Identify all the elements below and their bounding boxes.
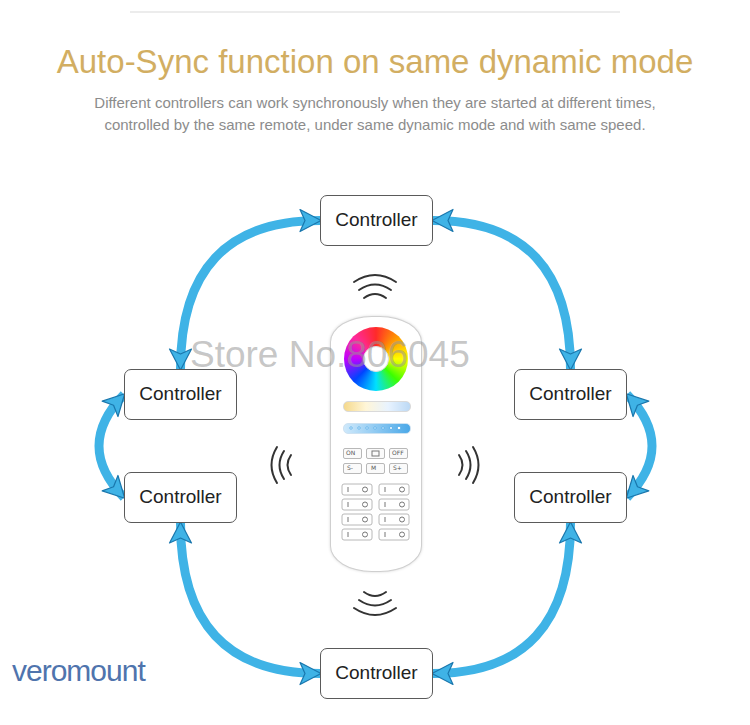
- controller-box: Controller: [124, 472, 237, 523]
- controller-box: Controller: [514, 369, 627, 420]
- brand-logo: veromount: [12, 654, 145, 688]
- title: Auto-Sync function on same dynamic mode: [0, 40, 750, 84]
- sync-arrow: [627, 395, 652, 498]
- button-label: OFF: [392, 449, 404, 456]
- controller-box: Controller: [124, 369, 237, 420]
- remote-button: [366, 448, 385, 459]
- sync-arrow: [99, 395, 124, 498]
- node-label: Controller: [335, 209, 417, 230]
- node-label: Controller: [139, 486, 221, 507]
- button-label: M: [371, 464, 376, 471]
- node-label: Controller: [335, 662, 417, 683]
- node-label: Controller: [529, 486, 611, 507]
- node-label: Controller: [139, 383, 221, 404]
- button-label: S-: [347, 464, 353, 471]
- color-temperature-bar: [343, 401, 411, 412]
- node-label: Controller: [529, 383, 611, 404]
- controller-box: Controller: [514, 472, 627, 523]
- sync-arrow: [433, 523, 571, 674]
- button-label: ON: [346, 449, 355, 456]
- caption: Different controllers can work synchrono…: [90, 92, 660, 136]
- sync-arrow: [181, 523, 321, 674]
- controller-box: Controller: [320, 648, 433, 699]
- watermark: Store No.806045: [190, 334, 470, 376]
- top-rule: [130, 12, 620, 13]
- signal-waves: [272, 275, 479, 615]
- controller-box: Controller: [320, 195, 433, 246]
- button-label: S+: [393, 464, 402, 471]
